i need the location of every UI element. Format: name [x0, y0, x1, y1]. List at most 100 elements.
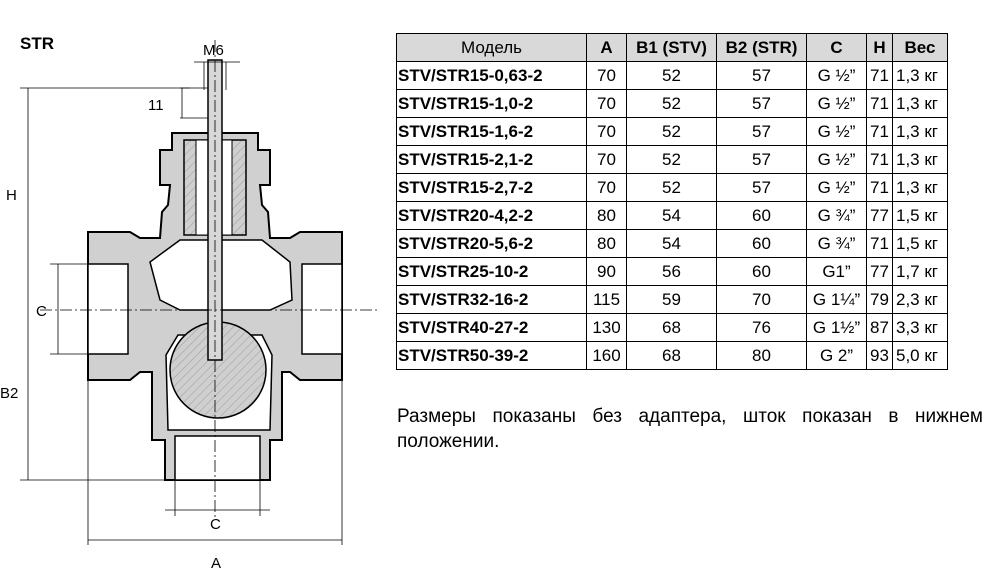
table-cell: STV/STR25-10-2: [396, 257, 587, 286]
right-port: [301, 263, 343, 355]
table-cell: STV/STR15-2,7-2: [396, 173, 587, 202]
table-cell: 160: [586, 341, 627, 370]
table-cell: G ½”: [806, 173, 867, 202]
table-cell: 57: [716, 117, 807, 146]
col-header-a: A: [586, 33, 627, 62]
table-cell: 71: [866, 229, 893, 258]
table-cell: 57: [716, 89, 807, 118]
table-cell: STV/STR15-1,0-2: [396, 89, 587, 118]
b2-label: B2: [0, 385, 18, 402]
table-cell: G ½”: [806, 89, 867, 118]
table-cell: 80: [586, 229, 627, 258]
table-cell: 130: [586, 313, 627, 342]
table-cell: 52: [626, 173, 717, 202]
c-side-label: C: [36, 303, 47, 320]
table-cell: 70: [586, 89, 627, 118]
table-cell: 70: [586, 61, 627, 90]
table-cell: 56: [626, 257, 717, 286]
table-cell: 115: [586, 285, 627, 314]
table-cell: 59: [626, 285, 717, 314]
col-header-b2: B2 (STR): [716, 33, 807, 62]
table-cell: 60: [716, 201, 807, 230]
table-cell: 87: [866, 313, 893, 342]
table-header-row: Модель A B1 (STV) B2 (STR) C H Вес: [396, 33, 948, 62]
col-header-c: C: [806, 33, 867, 62]
table-cell: 68: [626, 313, 717, 342]
table-cell: 71: [866, 117, 893, 146]
table-cell: 80: [586, 201, 627, 230]
table-cell: 54: [626, 229, 717, 258]
left-port: [87, 263, 129, 355]
table-cell: G ½”: [806, 117, 867, 146]
table-cell: 71: [866, 89, 893, 118]
table-cell: 1,3 кг: [892, 173, 948, 202]
table-cell: 71: [866, 145, 893, 174]
table-cell: 2,3 кг: [892, 285, 948, 314]
table-cell: 71: [866, 173, 893, 202]
table-cell: STV/STR15-0,63-2: [396, 61, 587, 90]
table-cell: 52: [626, 89, 717, 118]
col-header-model: Модель: [396, 33, 587, 62]
spec-table: Модель A B1 (STV) B2 (STR) C H Вес STV/S…: [396, 33, 948, 370]
table-cell: 70: [586, 173, 627, 202]
table-cell: G ½”: [806, 61, 867, 90]
table-cell: 5,0 кг: [892, 341, 948, 370]
table-cell: 54: [626, 201, 717, 230]
table-cell: 1,3 кг: [892, 89, 948, 118]
table-cell: 1,5 кг: [892, 229, 948, 258]
table-cell: STV/STR40-27-2: [396, 313, 587, 342]
table-cell: 60: [716, 257, 807, 286]
table-cell: STV/STR32-16-2: [396, 285, 587, 314]
col-header-h: H: [866, 33, 893, 62]
table-cell: 93: [866, 341, 893, 370]
bottom-port: [174, 435, 261, 481]
col-header-b1: B1 (STV): [626, 33, 717, 62]
table-cell: 52: [626, 61, 717, 90]
table-cell: 1,3 кг: [892, 145, 948, 174]
table-cell: 90: [586, 257, 627, 286]
table-cell: STV/STR15-1,6-2: [396, 117, 587, 146]
drawing-title: STR: [20, 34, 54, 53]
table-cell: G1”: [806, 257, 867, 286]
table-cell: 52: [626, 117, 717, 146]
table-cell: STV/STR50-39-2: [396, 341, 587, 370]
table-cell: 57: [716, 61, 807, 90]
table-cell: 60: [716, 229, 807, 258]
table-cell: 52: [626, 145, 717, 174]
table-cell: G 2”: [806, 341, 867, 370]
h-label: H: [6, 187, 17, 204]
table-cell: 3,3 кг: [892, 313, 948, 342]
note-text: Размеры показаны без адаптера, шток пока…: [397, 406, 983, 452]
valve-drawing: STR M6 11 H C B2 C A: [0, 34, 380, 572]
c-bottom-label: C: [210, 516, 221, 533]
table-cell: 57: [716, 145, 807, 174]
table-cell: 70: [586, 145, 627, 174]
table-cell: STV/STR15-2,1-2: [396, 145, 587, 174]
table-cell: G 1½”: [806, 313, 867, 342]
m6-label: M6: [203, 42, 224, 59]
a-label: A: [211, 555, 221, 572]
dim-11-label: 11: [148, 97, 164, 114]
col-header-weight: Вес: [892, 33, 948, 62]
table-cell: 57: [716, 173, 807, 202]
table-cell: G ½”: [806, 145, 867, 174]
table-cell: G ¾”: [806, 201, 867, 230]
table-cell: 80: [716, 341, 807, 370]
table-cell: 79: [866, 285, 893, 314]
table-cell: G ¾”: [806, 229, 867, 258]
table-cell: STV/STR20-4,2-2: [396, 201, 587, 230]
table-cell: 71: [866, 61, 893, 90]
table-cell: 1,3 кг: [892, 61, 948, 90]
table-cell: 70: [716, 285, 807, 314]
